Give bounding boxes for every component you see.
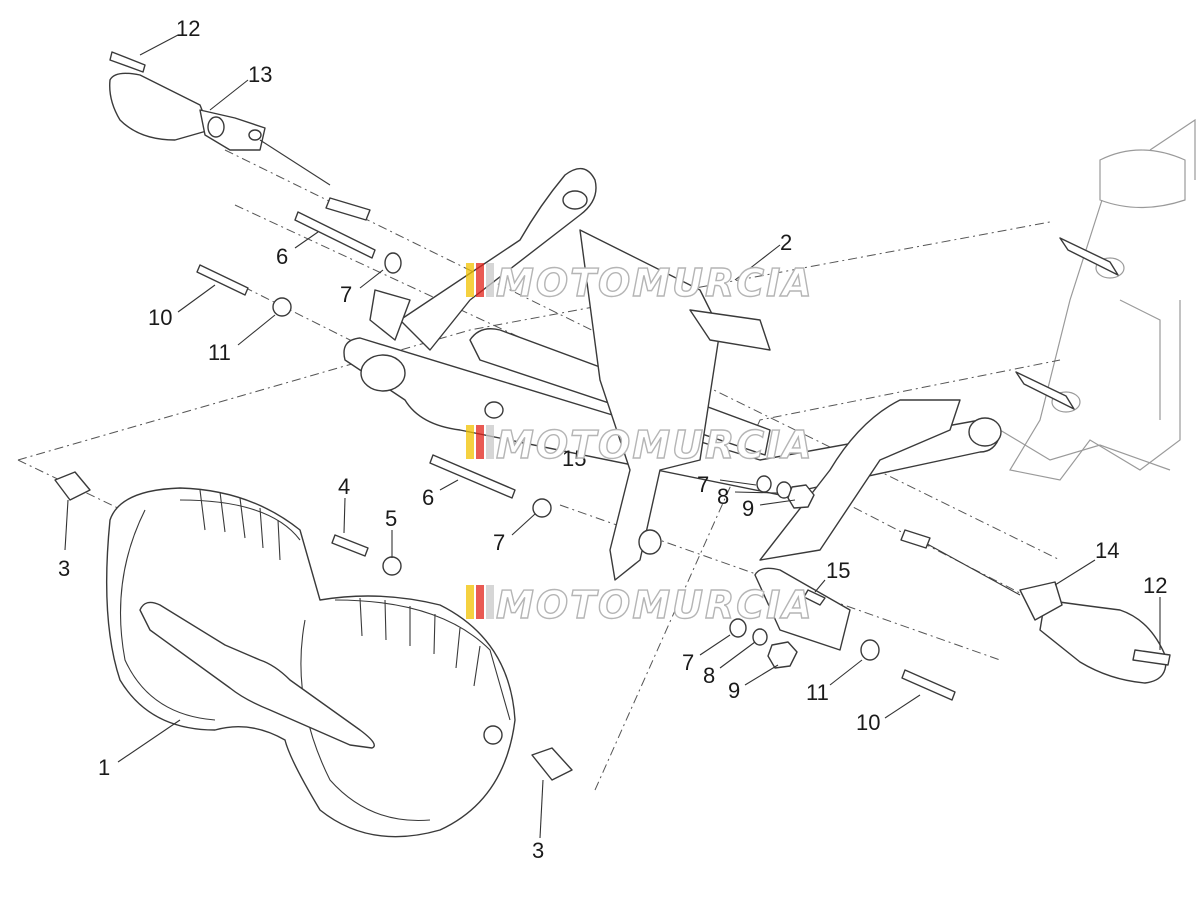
watermark-bar-grey <box>486 585 494 619</box>
callout-1: 1 <box>98 755 110 780</box>
callout-14: 14 <box>1095 538 1119 563</box>
callout-15-mid: 15 <box>562 446 586 471</box>
callout-15-right: 15 <box>826 558 850 583</box>
callout-3-bottom: 3 <box>532 838 544 863</box>
watermark-text: MOTOMURCIA <box>496 423 814 467</box>
watermark-bar-yellow <box>466 585 474 619</box>
callout-12-top: 12 <box>176 16 200 41</box>
callout-6-mid: 6 <box>422 485 434 510</box>
watermark-bar-red <box>476 263 484 297</box>
watermark-bar-grey <box>486 425 494 459</box>
callout-6-top: 6 <box>276 244 288 269</box>
watermark-bar-red <box>476 425 484 459</box>
callout-9-lower: 9 <box>728 678 740 703</box>
headlight-unit <box>105 487 516 838</box>
callout-9-upper: 9 <box>742 496 754 521</box>
turn-indicator-right <box>900 529 1167 684</box>
callout-10-right: 10 <box>856 710 880 735</box>
callout-7-right-upper: 7 <box>697 472 709 497</box>
callout-7-mid: 7 <box>493 530 505 555</box>
callout-2: 2 <box>780 230 792 255</box>
callout-3-left: 3 <box>58 556 70 581</box>
watermark-bar-yellow <box>466 263 474 297</box>
turn-indicator-left <box>109 72 371 221</box>
watermark-bottom: MOTOMURCIA <box>466 582 814 628</box>
callout-labels: 12 13 2 6 7 10 11 15 4 5 6 7 7 8 9 3 15 … <box>58 16 1167 863</box>
headlight-support-frame <box>343 167 1002 651</box>
callout-7-top: 7 <box>340 282 352 307</box>
watermark-top: MOTOMURCIA <box>466 260 814 306</box>
callout-7-lower: 7 <box>682 650 694 675</box>
watermark-bar-red <box>476 585 484 619</box>
callout-10-left: 10 <box>148 305 172 330</box>
watermark-bar-yellow <box>466 425 474 459</box>
callout-4: 4 <box>338 474 350 499</box>
callout-8-lower: 8 <box>703 663 715 688</box>
callout-11-right: 11 <box>806 680 829 705</box>
watermark-bar-grey <box>486 263 494 297</box>
callout-8-upper: 8 <box>717 484 729 509</box>
watermark-text: MOTOMURCIA <box>496 583 814 627</box>
callout-13: 13 <box>248 62 272 87</box>
watermark-text: MOTOMURCIA <box>496 261 814 305</box>
callout-5: 5 <box>385 506 397 531</box>
watermark-middle: MOTOMURCIA <box>466 422 814 468</box>
hardware <box>54 51 1171 781</box>
callout-11-left: 11 <box>208 340 231 365</box>
frame-steering-head <box>999 118 1196 481</box>
callout-12-right: 12 <box>1143 573 1167 598</box>
leader-lines <box>64 34 1161 839</box>
